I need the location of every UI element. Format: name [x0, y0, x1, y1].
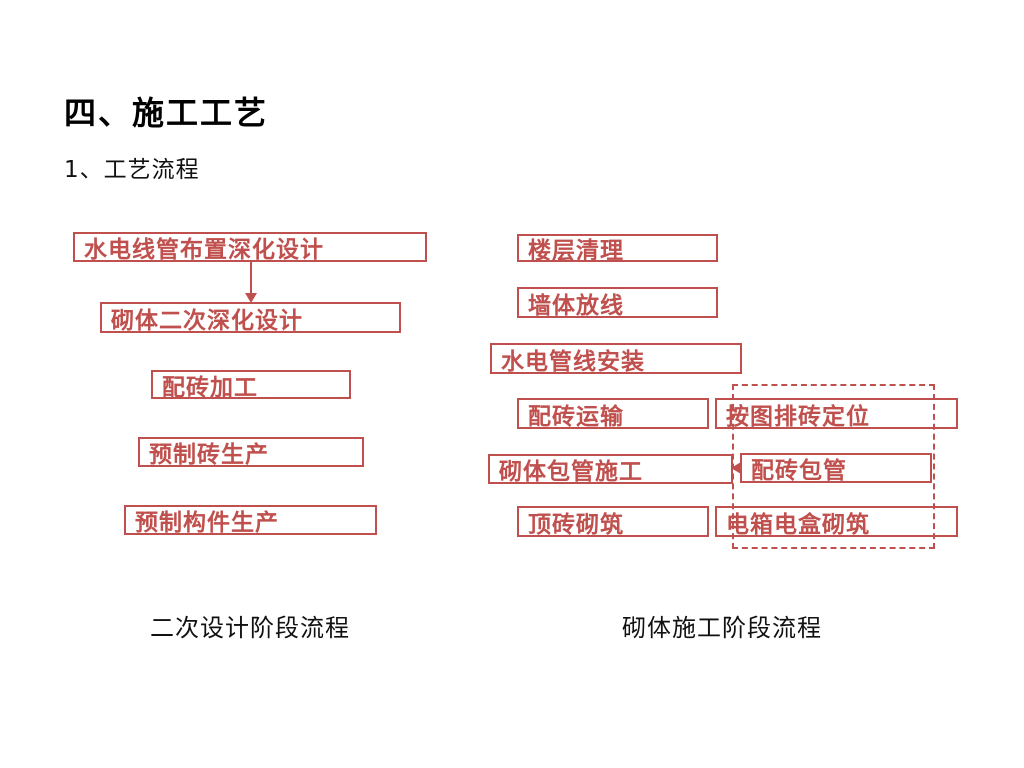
page-title: 四、施工工艺	[64, 94, 269, 132]
section-subtitle: 1、工艺流程	[64, 157, 200, 183]
box-mep-conduit-layout-design: 水电线管布置深化设计	[73, 232, 427, 263]
caption-masonry-stage-flow: 砌体施工阶段流程	[622, 614, 822, 642]
box-floor-cleanup: 楼层清理	[517, 234, 718, 264]
box-electric-box-masonry: 电箱电盒砌筑	[715, 506, 958, 538]
down-arrow-line	[250, 261, 252, 295]
box-wall-setting-out: 墙体放线	[517, 287, 718, 319]
box-mep-pipeline-installation: 水电管线安装	[490, 343, 742, 375]
box-precast-component-production: 预制构件生产	[124, 505, 377, 536]
left-arrow-icon	[731, 462, 741, 474]
box-masonry-pipe-encasing-construction: 砌体包管施工	[488, 454, 733, 485]
box-precast-brick-production: 预制砖生产	[138, 437, 364, 468]
box-brick-transport: 配砖运输	[517, 398, 709, 430]
box-brick-matching-processing: 配砖加工	[151, 370, 351, 401]
caption-design-stage-flow: 二次设计阶段流程	[150, 614, 350, 642]
box-matched-brick-pipe-encasing: 配砖包管	[740, 453, 932, 484]
box-masonry-secondary-design: 砌体二次深化设计	[100, 302, 401, 334]
down-arrow-icon	[245, 293, 257, 303]
box-top-brick-laying: 顶砖砌筑	[517, 506, 709, 538]
box-brick-positioning-per-drawing: 按图排砖定位	[715, 398, 958, 430]
